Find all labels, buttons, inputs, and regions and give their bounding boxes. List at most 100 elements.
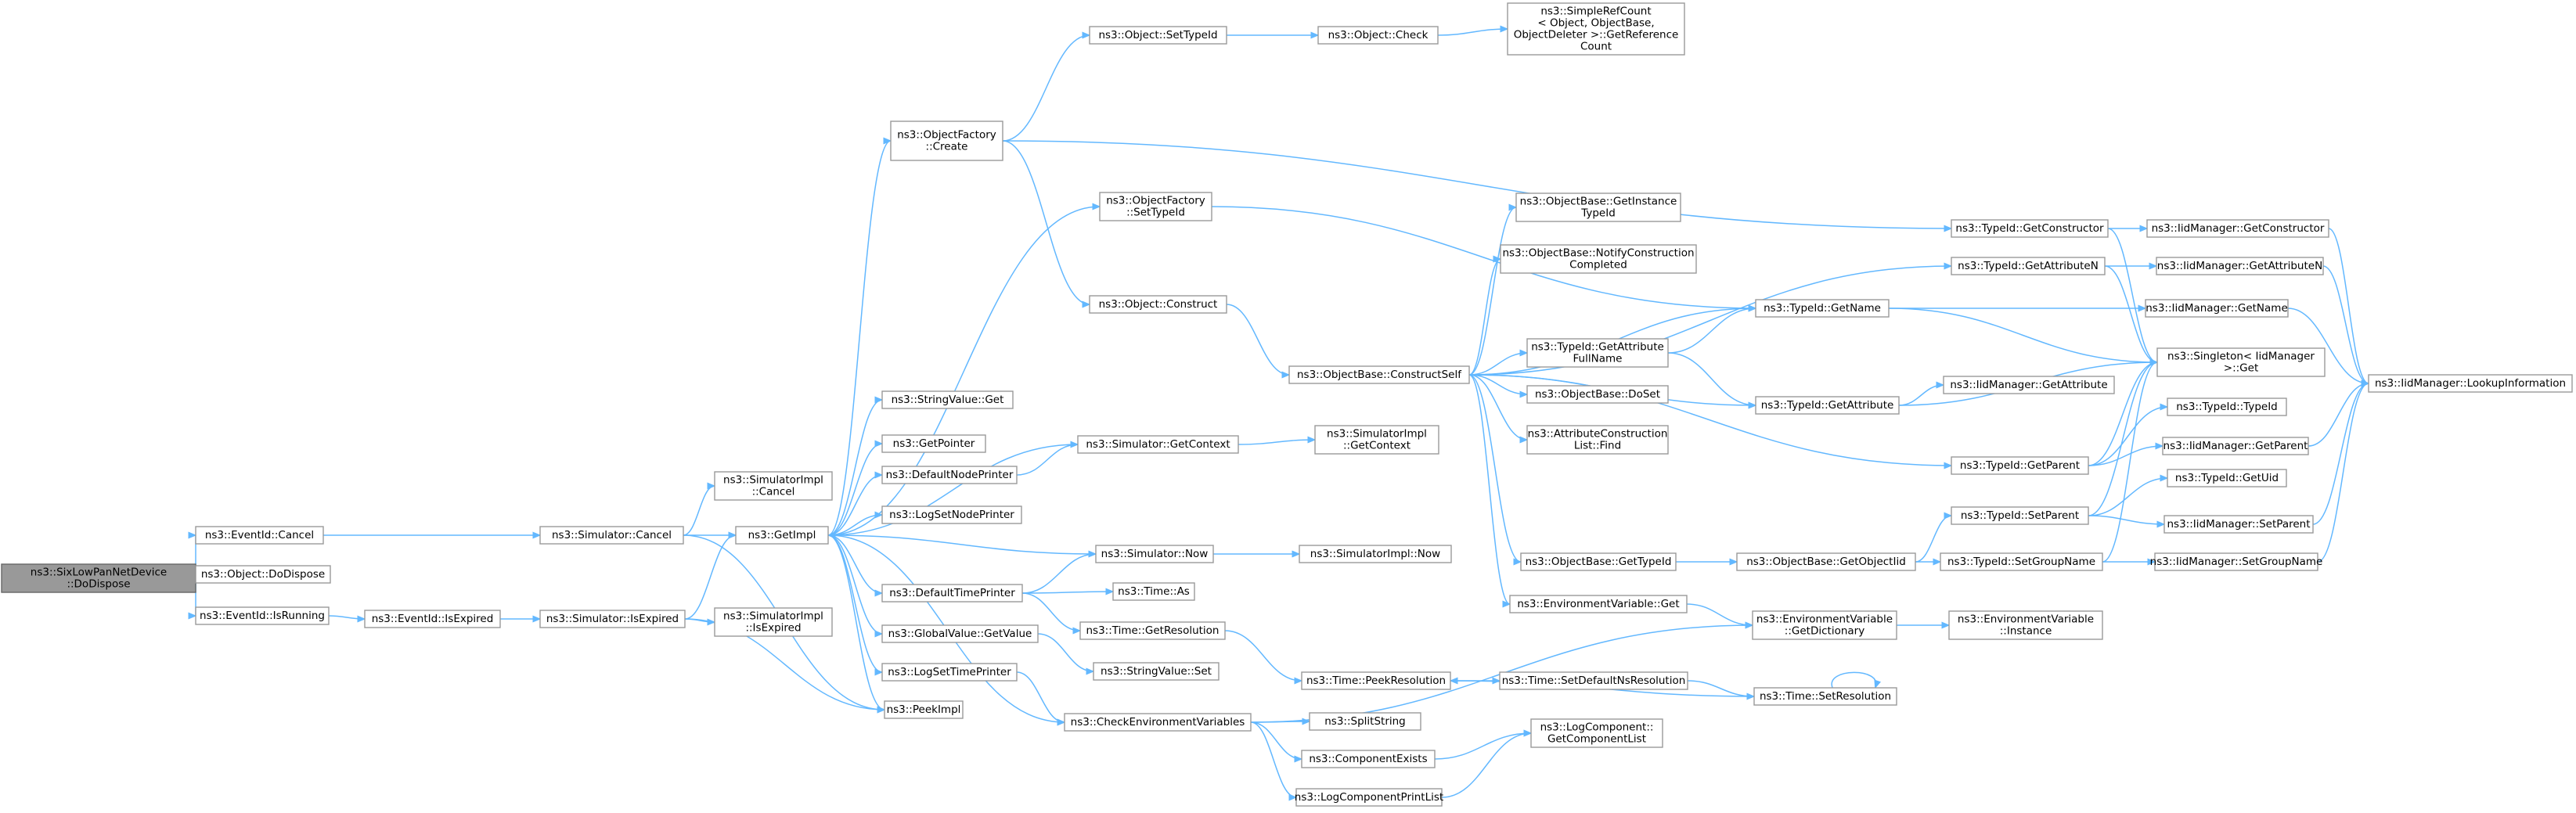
edge-line bbox=[1667, 352, 1756, 406]
node-objfactory-settypeid[interactable]: ns3::ObjectFactory::SetTypeId bbox=[1099, 192, 1212, 221]
node-simimpl-isexpired[interactable]: ns3::SimulatorImpl::IsExpired bbox=[714, 607, 833, 637]
node-typeid-setgroupname[interactable]: ns3::TypeId::SetGroupName bbox=[1940, 552, 2103, 571]
node-box bbox=[1309, 712, 1421, 731]
edge-arrowhead bbox=[874, 668, 884, 676]
node-checkenvvars[interactable]: ns3::CheckEnvironmentVariables bbox=[1064, 713, 1252, 732]
node-stringvalue-set[interactable]: ns3::StringValue::Set bbox=[1093, 662, 1220, 681]
node-splitstring[interactable]: ns3::SplitString bbox=[1309, 712, 1421, 731]
node-objbase-constructself[interactable]: ns3::ObjectBase::ConstructSelf bbox=[1288, 365, 1470, 384]
node-sim-isexpired[interactable]: ns3::Simulator::IsExpired bbox=[539, 610, 686, 628]
node-logcomponentprintlist[interactable]: ns3::LogComponentPrintList bbox=[1295, 788, 1443, 807]
node-objbase-notifyconstruction[interactable]: ns3::ObjectBase::NotifyConstructionCompl… bbox=[1500, 244, 1697, 274]
node-logsetnodeprinter[interactable]: ns3::LogSetNodePrinter bbox=[881, 505, 1022, 524]
edge-line bbox=[1021, 592, 1081, 631]
node-label: ns3::EnvironmentVariable::Get bbox=[1517, 598, 1679, 610]
edge-arrowhead bbox=[874, 471, 884, 479]
node-typeid-typeid[interactable]: ns3::TypeId::TypeId bbox=[2167, 398, 2287, 416]
edge-arrowhead bbox=[2147, 558, 2156, 566]
edge-line bbox=[2107, 228, 2158, 363]
node-time-getresolution[interactable]: ns3::Time::GetResolution bbox=[1079, 621, 1226, 640]
node-sim-now[interactable]: ns3::Simulator::Now bbox=[1095, 545, 1214, 563]
edge-typeid_getattributefullname-to-typeid_getattribute bbox=[1667, 352, 1757, 409]
node-typeid-getconstructor[interactable]: ns3::TypeId::GetConstructor bbox=[1951, 219, 2109, 238]
node-ev-isrunning[interactable]: ns3::EventId::IsRunning bbox=[195, 606, 330, 625]
node-envvar-getdictionary[interactable]: ns3::EnvironmentVariable::GetDictionary bbox=[1752, 610, 1897, 640]
edge-line bbox=[1250, 721, 1310, 723]
node-obj-construct[interactable]: ns3::Object::Construct bbox=[1089, 295, 1227, 314]
node-sim-getcontext[interactable]: ns3::Simulator::GetContext bbox=[1077, 435, 1239, 454]
node-time-peekresolution[interactable]: ns3::Time::PeekResolution bbox=[1301, 671, 1451, 690]
node-typeid-setparent[interactable]: ns3::TypeId::SetParent bbox=[1951, 506, 2089, 525]
node-box bbox=[1301, 671, 1451, 690]
node-objbase-doset[interactable]: ns3::ObjectBase::DoSet bbox=[1526, 385, 1669, 404]
node-label: ns3::SimulatorImpl bbox=[1327, 428, 1427, 441]
node-objfactory-create[interactable]: ns3::ObjectFactory::Create bbox=[890, 121, 1003, 161]
node-time-as[interactable]: ns3::Time::As bbox=[1112, 582, 1195, 601]
node-typeid-getattribute[interactable]: ns3::TypeId::GetAttribute bbox=[1755, 396, 1900, 415]
node-label: ns3::TypeId::GetAttributeN bbox=[1958, 260, 2099, 272]
node-getimpl[interactable]: ns3::GetImpl bbox=[735, 526, 829, 545]
node-typeid-getparent[interactable]: ns3::TypeId::GetParent bbox=[1951, 456, 2089, 475]
node-simimpl-getcontext[interactable]: ns3::SimulatorImpl::GetContext bbox=[1314, 425, 1439, 455]
node-label: ::Cancel bbox=[752, 486, 795, 498]
node-root[interactable]: ns3::SixLowPanNetDevice::DoDispose bbox=[1, 563, 196, 593]
node-label: ::GetContext bbox=[1343, 440, 1410, 452]
edge-typeid_getattribute-to-iid_getattribute bbox=[1898, 381, 1945, 406]
node-time-setdefaultnsresolution[interactable]: ns3::Time::SetDefaultNsResolution bbox=[1499, 671, 1688, 690]
node-ev-cancel[interactable]: ns3::EventId::Cancel bbox=[195, 526, 324, 545]
node-singleton-get[interactable]: ns3::Singleton< IidManager>::Get bbox=[2156, 347, 2326, 377]
node-iid-getname[interactable]: ns3::IidManager::GetName bbox=[2145, 299, 2289, 318]
node-box bbox=[884, 700, 964, 719]
node-iid-lookupinformation[interactable]: ns3::IidManager::LookupInformation bbox=[2368, 374, 2573, 393]
node-iid-getattribute[interactable]: ns3::IidManager::GetAttribute bbox=[1943, 376, 2115, 394]
node-box bbox=[1507, 2, 1685, 56]
node-label: ns3::LogComponent:: bbox=[1540, 721, 1654, 734]
edge-getimpl-to-stringvalue_get bbox=[827, 396, 884, 536]
node-simimpl-cancel[interactable]: ns3::SimulatorImpl::Cancel bbox=[714, 471, 833, 501]
node-iid-setgroupname[interactable]: ns3::IidManager::SetGroupName bbox=[2150, 552, 2323, 571]
node-defaulttimeprinter[interactable]: ns3::DefaultTimePrinter bbox=[881, 584, 1023, 603]
node-time-setresolution[interactable]: ns3::Time::SetResolution bbox=[1753, 687, 1897, 706]
node-getpointer[interactable]: ns3::GetPointer bbox=[881, 434, 986, 453]
node-objbase-getobjectiid[interactable]: ns3::ObjectBase::GetObjectIid bbox=[1736, 552, 1916, 571]
node-iid-getparent[interactable]: ns3::IidManager::GetParent bbox=[2162, 437, 2309, 455]
edge-typeid_setparent-to-iid_setparent bbox=[2088, 515, 2166, 528]
node-ev-isexpired[interactable]: ns3::EventId::IsExpired bbox=[364, 610, 501, 628]
node-envvar-get[interactable]: ns3::EnvironmentVariable::Get bbox=[1509, 595, 1688, 613]
node-obj-check[interactable]: ns3::Object::Check bbox=[1317, 26, 1439, 45]
node-iid-getattributen[interactable]: ns3::IidManager::GetAttributeN bbox=[2156, 257, 2324, 275]
node-label: ns3::EnvironmentVariable bbox=[1958, 613, 2094, 626]
node-logsettimeprinter[interactable]: ns3::LogSetTimePrinter bbox=[881, 663, 1018, 682]
edge-line bbox=[1441, 732, 1532, 798]
node-sim-cancel[interactable]: ns3::Simulator::Cancel bbox=[539, 526, 684, 545]
node-label: ns3::EventId::IsRunning bbox=[200, 610, 325, 622]
node-objbase-gettypeid[interactable]: ns3::ObjectBase::GetTypeId bbox=[1520, 552, 1677, 571]
node-typeid-getuid[interactable]: ns3::TypeId::GetUid bbox=[2167, 469, 2287, 487]
node-box bbox=[2167, 398, 2287, 416]
edge-line bbox=[2088, 362, 2158, 466]
edge-arrowhead bbox=[532, 531, 542, 539]
node-globalvalue-getvalue[interactable]: ns3::GlobalValue::GetValue bbox=[881, 624, 1039, 643]
node-stringvalue-get[interactable]: ns3::StringValue::Get bbox=[881, 390, 1014, 409]
edge-arrowhead bbox=[874, 630, 884, 638]
edge-arrowhead bbox=[827, 531, 836, 539]
node-box bbox=[539, 610, 686, 628]
node-iid-setparent[interactable]: ns3::IidManager::SetParent bbox=[2163, 515, 2314, 534]
node-iid-getconstructor[interactable]: ns3::IidManager::GetConstructor bbox=[2146, 219, 2329, 238]
node-box bbox=[2162, 437, 2309, 455]
node-simplerefcount[interactable]: ns3::SimpleRefCount< Object, ObjectBase,… bbox=[1507, 2, 1685, 56]
node-defaultnodeprinter[interactable]: ns3::DefaultNodePrinter bbox=[881, 466, 1018, 484]
node-typeid-getattributen[interactable]: ns3::TypeId::GetAttributeN bbox=[1951, 257, 2106, 275]
node-envvar-instance[interactable]: ns3::EnvironmentVariable::Instance bbox=[1948, 610, 2103, 640]
node-logcomponent-getcomponentlist[interactable]: ns3::LogComponent::GetComponentList bbox=[1530, 718, 1663, 748]
node-obj-settypeid[interactable]: ns3::Object::SetTypeId bbox=[1089, 26, 1227, 45]
edge-objfactory_create-to-obj_construct bbox=[1002, 140, 1091, 308]
node-obj-dodispose[interactable]: ns3::Object::DoDispose bbox=[195, 565, 331, 584]
node-typeid-getname[interactable]: ns3::TypeId::GetName bbox=[1755, 299, 1890, 318]
node-peekimpl[interactable]: ns3::PeekImpl bbox=[884, 700, 964, 719]
node-simimpl-now[interactable]: ns3::SimulatorImpl::Now bbox=[1299, 545, 1452, 563]
node-componentexists[interactable]: ns3::ComponentExists bbox=[1301, 750, 1436, 768]
